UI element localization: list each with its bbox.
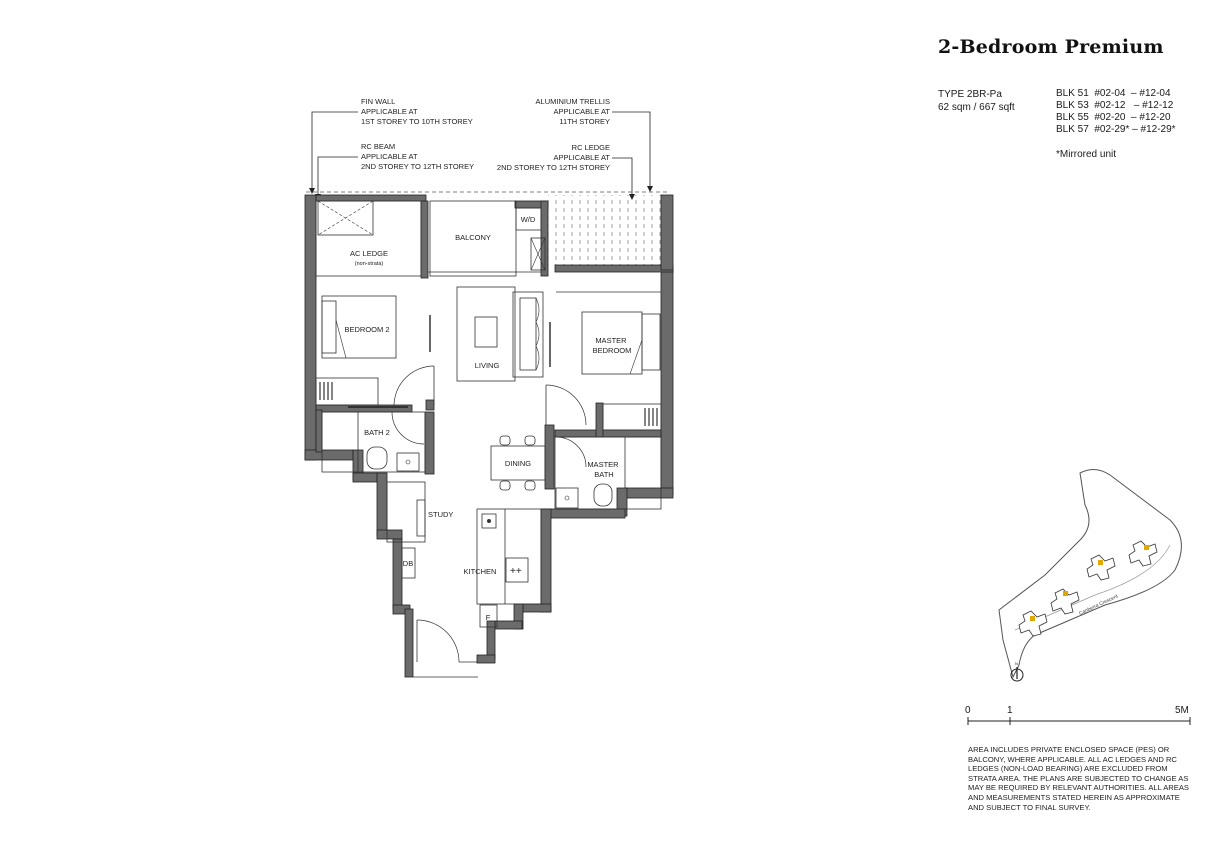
room-balcony: BALCONY — [455, 233, 491, 242]
trellis-zone — [548, 195, 668, 265]
block-item: BLK 51 #02-04 – #12-04 — [1056, 88, 1171, 99]
room-bath-2: BATH 2 — [364, 428, 390, 437]
svg-text:APPLICABLE AT: APPLICABLE AT — [553, 153, 610, 162]
rc-beam-annotation: RC BEAM APPLICABLE AT 2ND STOREY TO 12TH… — [361, 142, 474, 171]
room-bedroom-2: BEDROOM 2 — [344, 325, 389, 334]
block-item: BLK 55 #02-20 – #12-20 — [1056, 112, 1171, 123]
rc-ledge-leader — [612, 157, 633, 198]
room-living: LIVING — [475, 361, 500, 370]
svg-text:++: ++ — [510, 566, 522, 577]
svg-text:APPLICABLE AT: APPLICABLE AT — [361, 107, 418, 116]
room-study: STUDY — [428, 510, 453, 519]
scale-label-5m: 5M — [1175, 705, 1189, 716]
mirror-note: *Mirrored unit — [1056, 149, 1117, 160]
room-ac-ledge-note: (non-strata) — [355, 261, 384, 267]
fin-wall-leader — [311, 111, 358, 192]
page-title: 2-Bedroom Premium — [938, 36, 1164, 58]
disclaimer: AREA INCLUDES PRIVATE ENCLOSED SPACE (PE… — [968, 745, 1189, 812]
room-master-bath: MASTER BATH — [587, 460, 620, 479]
room-dining: DINING — [505, 459, 531, 468]
scale-bar: 0 1 5M — [963, 705, 1193, 735]
block-list: BLK 51 #02-04 – #12-04 BLK 53 #02-12 – #… — [1056, 88, 1176, 136]
unit-type: TYPE 2BR-Pa — [938, 89, 1002, 100]
room-db: DB — [403, 559, 413, 568]
svg-text:2ND STOREY TO 12TH STOREY: 2ND STOREY TO 12TH STOREY — [497, 163, 610, 172]
scale-label-1: 1 — [1007, 705, 1013, 716]
room-kitchen: KITCHEN — [464, 567, 497, 576]
svg-text:N: N — [1015, 661, 1018, 666]
room-master-bedroom: MASTER BEDROOM — [593, 336, 632, 355]
rc-ledge-annotation: RC LEDGE APPLICABLE AT 2ND STOREY TO 12T… — [497, 143, 611, 172]
unit-area: 62 sqm / 667 sqft — [938, 102, 1015, 113]
key-plan: Canberra Crescent N — [998, 469, 1182, 682]
room-ac-ledge: AC LEDGE — [350, 249, 388, 258]
svg-text:FIN WALL: FIN WALL — [361, 97, 395, 106]
north-arrow-icon: N — [1010, 661, 1024, 682]
fin-wall-annotation: FIN WALL APPLICABLE AT 1ST STOREY TO 10T… — [361, 97, 473, 126]
scale-label-0: 0 — [965, 705, 971, 716]
svg-text:APPLICABLE AT: APPLICABLE AT — [553, 107, 610, 116]
svg-text:RC LEDGE: RC LEDGE — [572, 143, 610, 152]
svg-text:1ST STOREY TO 10TH STOREY: 1ST STOREY TO 10TH STOREY — [361, 117, 473, 126]
unit-type-info: TYPE 2BR-Pa 62 sqm / 667 sqft — [938, 88, 1015, 114]
svg-text:2ND STOREY TO 12TH STOREY: 2ND STOREY TO 12TH STOREY — [361, 162, 474, 171]
block-item: BLK 57 #02-29* – #12-29* — [1056, 124, 1176, 135]
rc-beam-leader — [317, 156, 358, 198]
svg-text:11TH STOREY: 11TH STOREY — [559, 117, 610, 126]
trellis-annotation: ALUMINIUM TRELLIS APPLICABLE AT 11TH STO… — [536, 97, 611, 126]
svg-text:RC BEAM: RC BEAM — [361, 142, 395, 151]
fridge: F — [486, 613, 491, 622]
svg-text:APPLICABLE AT: APPLICABLE AT — [361, 152, 418, 161]
room-wd: W/D — [521, 215, 536, 224]
svg-text:ALUMINIUM TRELLIS: ALUMINIUM TRELLIS — [536, 97, 610, 106]
building-block — [1018, 540, 1158, 637]
trellis-leader — [612, 111, 651, 190]
block-item: BLK 53 #02-12 – #12-12 — [1056, 100, 1174, 111]
